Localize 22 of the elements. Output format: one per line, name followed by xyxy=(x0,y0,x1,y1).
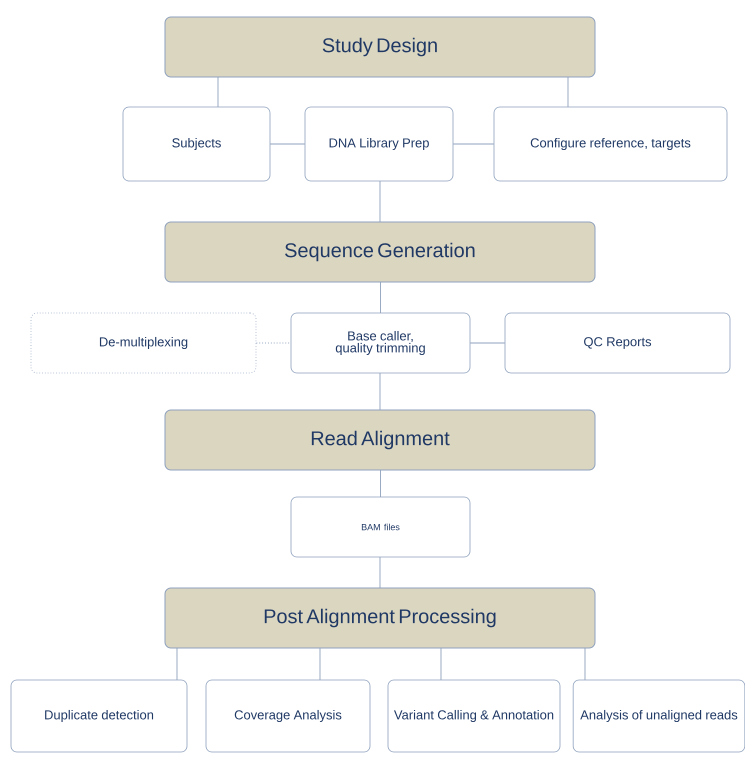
stage-box: Study Design xyxy=(164,16,596,78)
connector-line xyxy=(380,470,381,498)
process-box: Coverage Analysis xyxy=(206,680,370,752)
connector-line xyxy=(256,342,292,344)
process-box: Base caller, quality trimming xyxy=(290,312,470,374)
process-box: QC Reports xyxy=(504,312,730,374)
stage-box: Post Alignment Processing xyxy=(164,588,596,648)
process-box: Subjects xyxy=(122,106,270,182)
stage-box: Read Alignment xyxy=(164,410,596,470)
connector-line xyxy=(380,282,381,314)
connector-line xyxy=(584,648,586,680)
process-box: DNA Library Prep xyxy=(304,106,454,182)
stage-box: Sequence Generation xyxy=(164,222,596,282)
connector-line xyxy=(440,648,442,680)
connector-line xyxy=(176,648,178,680)
process-box: Duplicate detection xyxy=(10,680,188,752)
optional-box: De-multiplexing xyxy=(30,312,256,374)
process-box: Analysis of unaligned reads xyxy=(572,680,745,752)
process-box: Variant Calling & Annotation xyxy=(388,680,560,752)
connector-line xyxy=(470,342,506,344)
process-box: BAM files xyxy=(290,496,470,558)
process-box: Configure reference, targets xyxy=(494,106,728,182)
